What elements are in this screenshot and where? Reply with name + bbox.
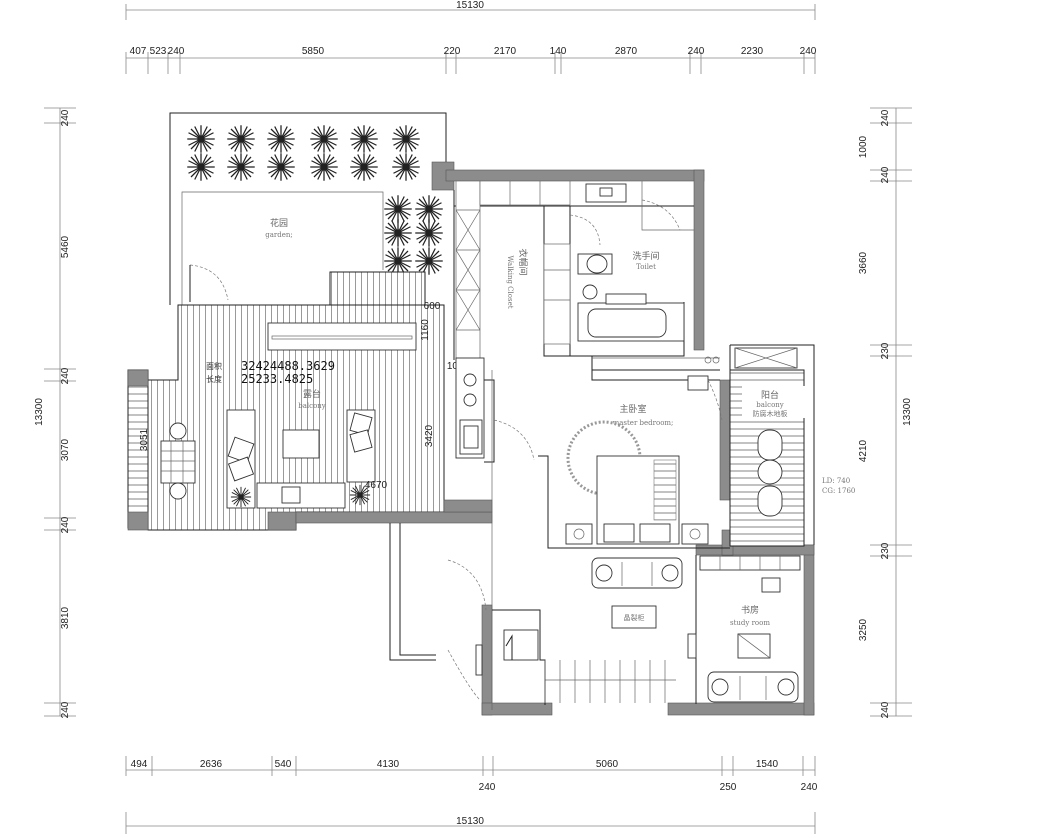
wardrobe-strip [455, 357, 535, 461]
top-seg-8: 2870 [615, 46, 638, 57]
area-label: 面积 [206, 361, 222, 371]
bottom-seg-6: 1540 [756, 759, 779, 770]
right-seg-4: 3660 [858, 251, 869, 274]
note-cg: CG: 1760 [822, 487, 855, 495]
top-dimension-chain: 407 523 240 5850 220 2170 140 2870 240 2… [125, 46, 817, 74]
left-seg-1: 240 [60, 109, 71, 126]
dim-1160: 1160 [420, 319, 431, 341]
study-label-cn: 书房 [741, 604, 759, 616]
bottom-seg-b3: 240 [801, 782, 818, 793]
master-label-en: master bedroom; [613, 419, 674, 427]
bottom-seg-3: 540 [275, 759, 292, 770]
garden-area: 花园 garden; [169, 112, 447, 305]
left-seg-7: 240 [60, 701, 71, 718]
right-seg-7: 230 [880, 542, 891, 559]
terrace-label-en: balcony [298, 402, 326, 410]
top-seg-9: 240 [688, 46, 705, 57]
dim-600: 600 [424, 301, 441, 312]
note-ld: LD: 740 [822, 477, 850, 485]
bottom-dimension-overall: 15130 [125, 812, 816, 834]
study-label-en: study room [730, 619, 770, 627]
left-seg-4: 3070 [60, 438, 71, 461]
terrace-planter [267, 322, 417, 351]
right-seg-1: 240 [880, 109, 891, 126]
bottom-overall-label: 15130 [456, 816, 484, 827]
dim-3420: 3420 [424, 424, 435, 447]
balcony-label-cn: 阳台 [761, 389, 779, 401]
right-seg-9: 240 [880, 701, 891, 718]
terrace-bench [256, 482, 346, 509]
right-overall-label: 13300 [902, 398, 913, 426]
left-seg-2: 5460 [60, 235, 71, 258]
walking-closet: 衣帽间 Walking Closet [455, 180, 601, 362]
top-seg-1: 407 [130, 46, 147, 57]
balcony-label-en: balcony [756, 401, 784, 409]
length-value: 25233.4825 [241, 372, 313, 386]
study-room: 书房 study room 晶裂柜 [611, 555, 801, 703]
right-seg-6: 4210 [858, 439, 869, 462]
right-dimension-chain: 240 1000 240 3660 230 4210 230 3250 240 … [858, 107, 913, 718]
top-seg-3: 240 [168, 46, 185, 57]
staircase [447, 559, 666, 705]
bottom-seg-1: 494 [131, 759, 148, 770]
balcony-floor-note: 防腐木地板 [753, 409, 788, 418]
top-seg-10: 2230 [741, 46, 764, 57]
top-dimension-overall: 15130 [125, 0, 816, 20]
length-label: 长度 [206, 374, 222, 384]
right-seg-5: 230 [880, 342, 891, 359]
left-seg-5: 240 [60, 516, 71, 533]
bottom-seg-b2: 250 [720, 782, 737, 793]
left-dimension-chain: 240 5460 240 3070 240 3810 240 13300 [34, 107, 76, 718]
bottom-dimension-chain: 494 2636 540 4130 5060 1540 240 250 240 [125, 756, 818, 793]
area-value: 32424488.3629 [241, 359, 335, 373]
right-seg-3: 240 [880, 166, 891, 183]
master-bedroom: 主卧室 master bedroom; [565, 356, 723, 589]
balcony-right: 阳台 balcony 防腐木地板 LD: 740 CG: 1760 [729, 347, 855, 547]
garden-label-en: garden; [265, 231, 293, 239]
terrace-sofa-left [226, 409, 256, 509]
garden-label-cn: 花园 [270, 217, 288, 229]
closet-label-cn: 衣帽间 [517, 248, 529, 275]
study-sofa [707, 671, 799, 703]
closet-label-en: Walking Closet [506, 255, 514, 308]
dim-4670: 4670 [365, 480, 388, 491]
terrace-coffee-table [282, 429, 320, 459]
cabinet-label: 晶裂柜 [624, 613, 645, 622]
terrace-label-cn: 露台 [303, 388, 321, 400]
toilet-label-en: Toilet [636, 263, 656, 271]
left-seg-3: 240 [60, 367, 71, 384]
bottom-seg-4: 4130 [377, 759, 400, 770]
bedroom-sofa [591, 557, 683, 589]
right-seg-2: 1000 [858, 135, 869, 158]
terrace-dining-set [160, 422, 196, 500]
left-seg-6: 3810 [60, 606, 71, 629]
top-seg-11: 240 [800, 46, 817, 57]
toilet-room: 洗手间 Toilet [570, 181, 694, 342]
top-seg-2: 523 [150, 46, 167, 57]
bottom-seg-b1: 240 [479, 782, 496, 793]
toilet-label-cn: 洗手间 [632, 250, 659, 262]
garden-door [189, 264, 229, 301]
master-label-cn: 主卧室 [619, 403, 646, 415]
display-cabinet [611, 605, 657, 629]
dim-3051: 3051 [139, 428, 150, 451]
terrace-sofa-right [346, 409, 376, 483]
terrace-area: 面积 32424488.3629 长度 25233.4825 露台 balcon… [127, 271, 470, 531]
right-seg-8: 3250 [858, 618, 869, 641]
top-overall-label: 15130 [456, 0, 484, 11]
top-seg-7: 140 [550, 46, 567, 57]
garden-plants [186, 124, 444, 276]
top-seg-5: 220 [444, 46, 461, 57]
bottom-seg-5: 5060 [596, 759, 619, 770]
top-seg-6: 2170 [494, 46, 517, 57]
left-overall-label: 13300 [34, 398, 45, 426]
top-seg-4: 5850 [302, 46, 325, 57]
exterior-walls [295, 161, 815, 716]
bottom-seg-2: 2636 [200, 759, 223, 770]
